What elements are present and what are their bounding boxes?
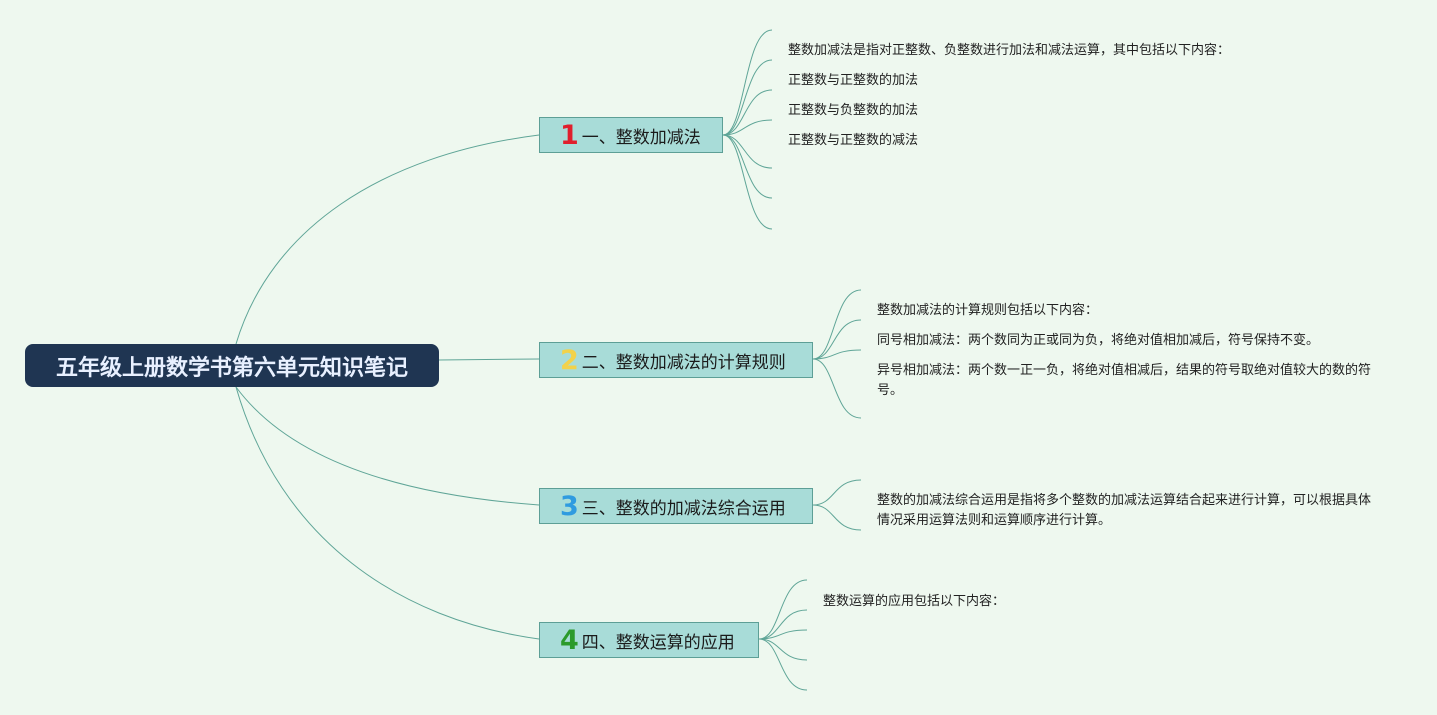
connector-branch-1-leaf-5 (722, 134, 773, 169)
branch-topic-3-label: 三、整数的加减法综合运用 (581, 498, 786, 519)
leaf-1-4[interactable]: 正整数与正整数的减法 (788, 133, 919, 148)
connector-branch-1-leaf-6 (722, 134, 773, 199)
number-1-icon: 1 (560, 119, 579, 151)
connector-branch-1-leaf-7 (722, 134, 773, 230)
connector-branch-2-leaf-2 (812, 319, 862, 360)
connector-branch-3-leaf-1 (812, 479, 862, 506)
connector-branch-1-leaf-3 (722, 89, 773, 136)
connector-branch-1-leaf-1 (722, 29, 773, 136)
leaf-2-2[interactable]: 同号相加减法：两个数同为正或同为负，将绝对值相加减后，符号保持不变。 (877, 333, 1320, 348)
number-2-icon: 2 (560, 344, 579, 376)
connector-branch-4-leaf-3 (758, 629, 808, 640)
branch-topic-1[interactable]: 1 一、整数加减法 (539, 117, 723, 153)
connector-branch-1-leaf-4 (722, 119, 773, 136)
branch-topic-3[interactable]: 3 三、整数的加减法综合运用 (539, 488, 813, 524)
connector-branch-2-leaf-1 (812, 289, 862, 360)
leaf-1-1[interactable]: 整数加减法是指对正整数、负整数进行加法和减法运算，其中包括以下内容： (788, 43, 1231, 58)
number-4-icon: 4 (560, 624, 579, 656)
leaf-2-3[interactable]: 异号相加减法：两个数一正一负，将绝对值相减后，结果的符号取绝对值较大的数的符号。 (877, 363, 1372, 398)
leaf-1-2[interactable]: 正整数与正整数的加法 (788, 73, 919, 88)
leaf-1-3[interactable]: 正整数与负整数的加法 (788, 103, 919, 118)
connector-branch-4-leaf-1 (758, 579, 808, 640)
connector-branch-3-leaf-2 (812, 504, 862, 531)
leaf-4-1[interactable]: 整数运算的应用包括以下内容： (823, 594, 1006, 609)
branch-topic-4-label: 四、整数运算的应用 (581, 632, 735, 653)
connector-branch-2-leaf-4 (812, 358, 862, 419)
branch-topic-4[interactable]: 4 四、整数运算的应用 (539, 622, 759, 658)
connector-branch-4-leaf-5 (758, 638, 808, 691)
branch-topic-2[interactable]: 2 二、整数加减法的计算规则 (539, 342, 813, 378)
number-3-icon: 3 (560, 490, 579, 522)
connector-branch-2-leaf-3 (812, 349, 862, 360)
connector-root-branch-3 (235, 386, 540, 506)
connector-root-branch-2 (438, 358, 540, 361)
leaf-2-1[interactable]: 整数加减法的计算规则包括以下内容： (877, 303, 1099, 318)
connector-branch-1-leaf-2 (722, 59, 773, 136)
root-topic-label: 五年级上册数学书第六单元知识笔记 (55, 355, 408, 381)
leaf-3-1[interactable]: 整数的加减法综合运用是指将多个整数的加减法运算结合起来进行计算，可以根据具体情况… (877, 493, 1372, 528)
connector-branch-4-leaf-4 (758, 638, 808, 661)
connector-branch-4-leaf-2 (758, 609, 808, 640)
connector-root-branch-1 (235, 134, 540, 345)
root-topic[interactable]: 五年级上册数学书第六单元知识笔记 (25, 344, 439, 387)
branch-topic-2-label: 二、整数加减法的计算规则 (581, 352, 786, 373)
branch-topic-1-label: 一、整数加减法 (581, 127, 701, 148)
connector-root-branch-4 (235, 386, 540, 640)
